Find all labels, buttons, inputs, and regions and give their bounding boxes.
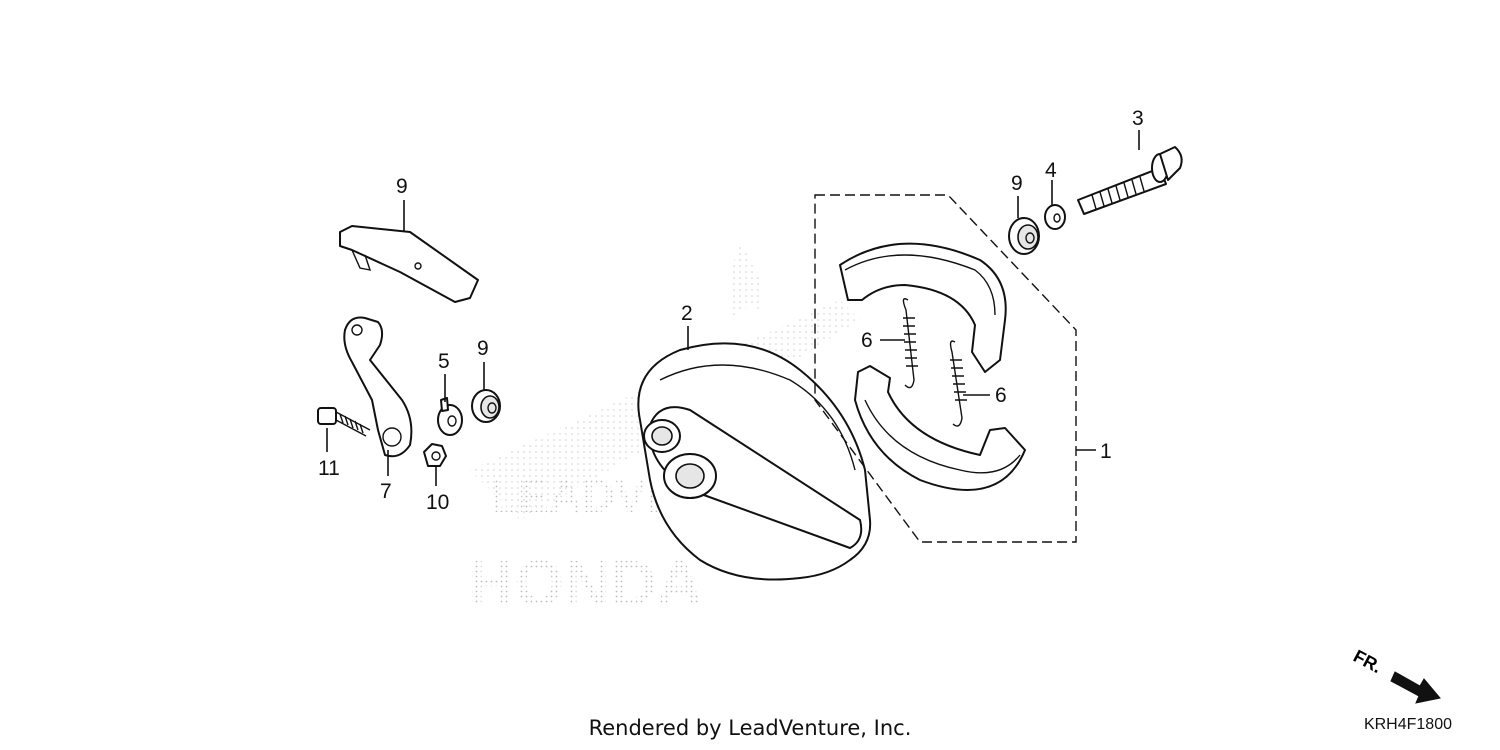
front-arrow-label: FR. <box>1350 646 1385 677</box>
callouts: 9 11 7 10 5 9 2 6 6 1 9 4 3 <box>318 107 1144 514</box>
front-direction-arrow: FR. <box>1350 646 1441 704</box>
part-6-spring-a <box>902 298 918 389</box>
callout-7: 7 <box>380 480 392 503</box>
callout-6-upper: 6 <box>861 329 873 352</box>
callout-10: 10 <box>426 491 449 514</box>
part-2-brake-panel <box>637 342 872 581</box>
callout-9-right: 9 <box>1011 172 1023 195</box>
part-5-lock-washer <box>437 397 463 436</box>
leader-lines <box>326 130 1140 486</box>
watermark-brand: HONDA <box>468 547 703 619</box>
callout-3: 3 <box>1132 107 1144 130</box>
callout-6-lower: 6 <box>995 384 1007 407</box>
part-11-bolt <box>317 407 371 437</box>
diagram-code: KRH4F1800 <box>1363 716 1452 733</box>
part-8-cover <box>339 225 479 303</box>
callout-5: 5 <box>438 350 450 373</box>
callout-1: 1 <box>1100 440 1112 463</box>
part-6-spring-b <box>949 340 967 427</box>
part-7-lever-arm <box>343 316 413 458</box>
part-3-cam-shaft <box>1077 146 1183 215</box>
part-9-bearing-left <box>471 389 501 423</box>
part-9-bearing-right <box>1008 217 1040 255</box>
callout-11: 11 <box>318 457 340 480</box>
callout-8: 9 <box>396 175 408 198</box>
watermark-flame-icon <box>728 245 763 320</box>
part-4-washer <box>1044 204 1066 230</box>
arrow-right-icon <box>1390 671 1441 704</box>
callout-2: 2 <box>681 302 693 325</box>
callout-9-left: 9 <box>477 337 489 360</box>
part-10-nut <box>423 443 447 467</box>
callout-4: 4 <box>1045 159 1057 182</box>
footer-credit: Rendered by LeadVenture, Inc. <box>588 716 912 740</box>
part-1-brake-shoe-set <box>814 194 1077 543</box>
